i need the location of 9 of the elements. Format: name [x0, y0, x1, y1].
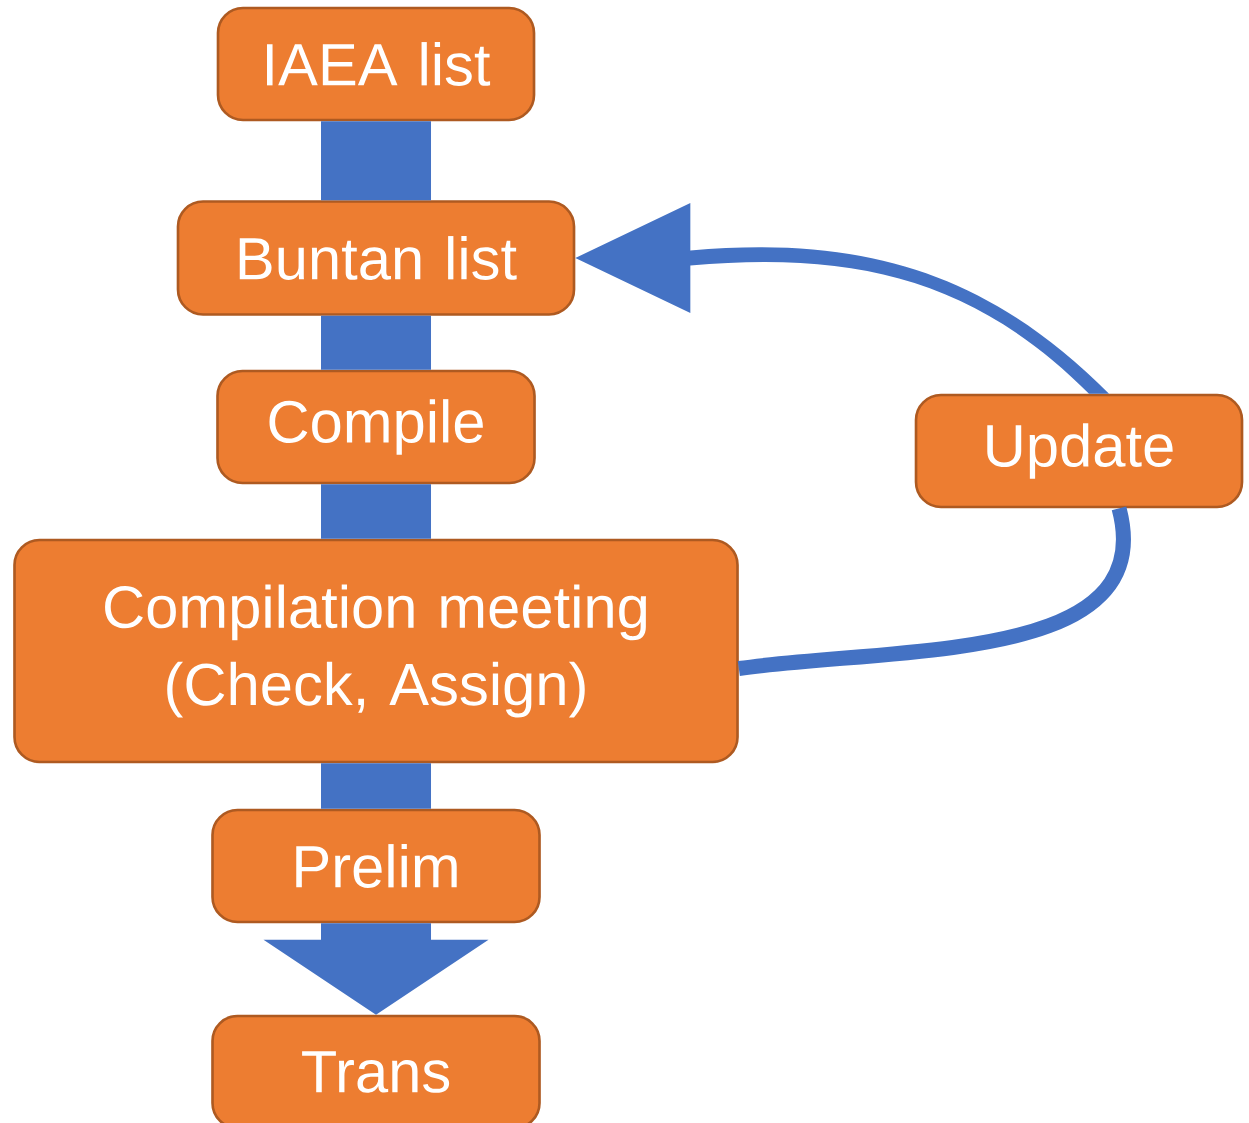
process-box: Buntan list [176, 200, 576, 316]
process-box: Update [914, 393, 1244, 509]
process-box: Prelim [211, 808, 541, 924]
arrow [575, 203, 1109, 394]
process-box: Trans [211, 1014, 541, 1123]
process-box: Compilation meeting (Check, Assign) [13, 538, 739, 764]
process-box: Compile [216, 369, 536, 485]
process-box: IAEA list [216, 6, 536, 122]
arrow [263, 923, 489, 1015]
